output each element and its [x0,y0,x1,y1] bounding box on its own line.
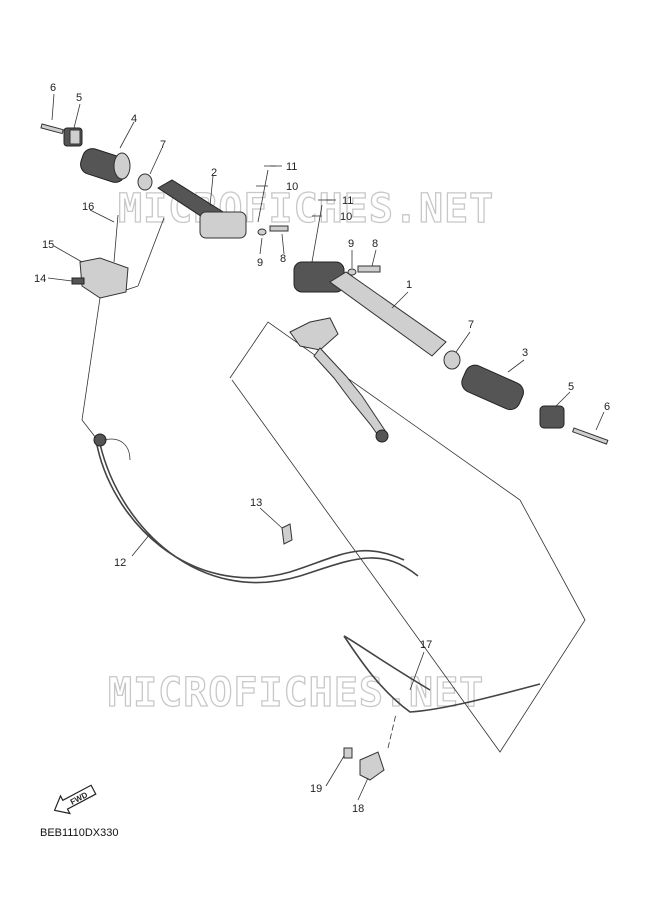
callout-14: 14 [34,273,46,285]
callout-1: 1 [406,279,412,291]
throttle-cable-12 [93,433,419,584]
callout-2: 2 [211,167,217,179]
callout-7-right: 7 [468,319,474,331]
callout-17: 17 [420,639,432,651]
collar-7-left [137,173,153,191]
fwd-arrow-icon: FWD [53,784,97,815]
callout-15: 15 [42,239,54,251]
callout-10-left: 10 [286,181,298,193]
clutch-lever [289,317,389,443]
handlebar-1 [293,261,447,357]
callout-4: 4 [131,113,137,125]
callout-10-right: 10 [340,211,352,223]
grip-3-right [461,364,524,411]
bolt-8-right [357,265,381,273]
callout-9-right: 9 [348,238,354,250]
grip-4-left [80,148,131,183]
collar-7-right [443,350,461,370]
callout-6-right: 6 [604,401,610,413]
cable-17 [343,635,541,713]
bolt-6-right [571,427,609,445]
callout-5-left: 5 [76,92,82,104]
bolt-8-left [269,225,289,232]
washer-9-left [257,228,267,236]
bar-end-5-left [63,127,83,147]
callout-6-left: 6 [50,82,56,94]
switch-housing-15 [79,257,129,299]
bolt-10-left [257,169,269,223]
handlebar-2 [157,179,247,239]
bolt-6-left [40,123,64,135]
callout-19: 19 [310,783,322,795]
bolt-10-right [311,204,323,263]
callout-12: 12 [114,557,126,569]
cable-end [103,438,131,461]
callout-8-left: 8 [280,253,286,265]
callout-13: 13 [250,497,262,509]
callout-9-left: 9 [257,257,263,269]
bar-end-5-right [539,405,565,429]
washer-9-right [347,268,357,276]
part-14 [71,277,85,285]
bracket-18 [359,751,385,781]
callout-8-right: 8 [372,238,378,250]
assembly-outline [229,321,586,753]
callout-3: 3 [522,347,528,359]
callout-18: 18 [352,803,364,815]
screw-19 [343,747,353,759]
watermark-bottom: MICROFICHES.NET [108,670,484,716]
screw-16 [113,214,119,263]
callout-5-right: 5 [568,381,574,393]
callout-11-left: 11 [286,161,297,173]
callout-16: 16 [82,201,94,213]
diagram-code: BEB1110DX330 [40,827,118,839]
callout-7-left: 7 [160,139,166,151]
callout-11-right: 11 [342,195,353,207]
leader-lines [47,93,605,801]
clip-13 [281,523,293,545]
